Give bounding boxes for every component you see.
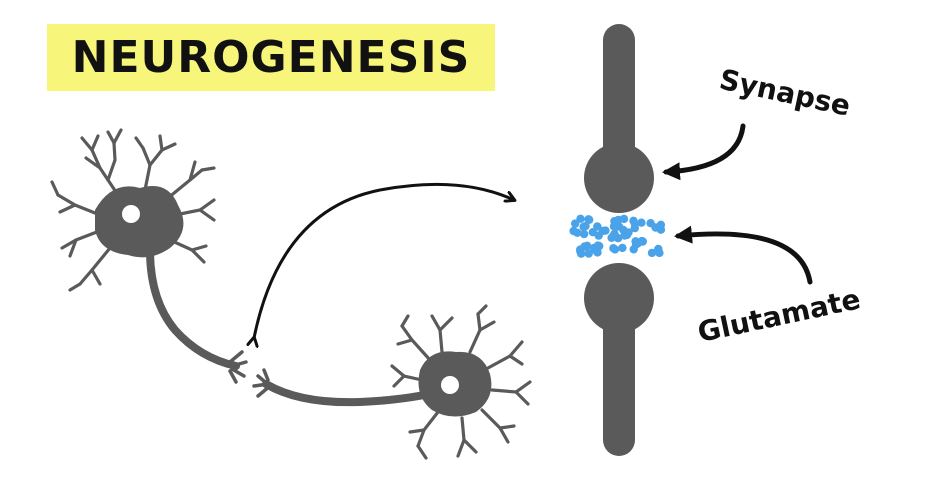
glutamate-dot [577, 249, 586, 258]
neuron-icon [50, 128, 248, 384]
page-title: NEUROGENESIS [71, 32, 471, 83]
glutamate-dot [630, 223, 639, 233]
glutamate-label-arrow [674, 225, 813, 285]
glutamate-dot [580, 242, 589, 251]
glutamate-dot [610, 245, 620, 254]
title-highlight: NEUROGENESIS [47, 24, 495, 91]
glutamate-particles [569, 214, 666, 258]
glutamate-dot [654, 244, 663, 254]
glutamate-dot [584, 215, 593, 224]
glutamate-dot [633, 238, 643, 248]
glutamate-dot [637, 218, 646, 227]
glutamate-dot [622, 230, 632, 240]
synapse-label: Synapse [717, 63, 854, 123]
glutamate-dot [646, 219, 655, 228]
glutamate-dot [569, 226, 578, 236]
glutamate-dot [647, 248, 657, 258]
glutamate-dot [618, 243, 627, 253]
glutamate-dot [584, 249, 593, 258]
glutamate-dot [579, 229, 589, 239]
glutamate-dot [614, 215, 623, 225]
glutamate-dot [581, 221, 590, 231]
neuron-icon [252, 304, 532, 460]
synapse-terminal-icon [584, 24, 654, 456]
glutamate-dot [594, 231, 603, 240]
glutamate-dot [610, 229, 619, 238]
glutamate-label: Glutamate [695, 282, 864, 349]
synapse-label-arrow [662, 123, 746, 181]
glutamate-dot [589, 243, 599, 253]
connection-arrow [254, 182, 514, 338]
glutamate-dot [576, 214, 585, 223]
glutamate-dot [629, 245, 638, 254]
